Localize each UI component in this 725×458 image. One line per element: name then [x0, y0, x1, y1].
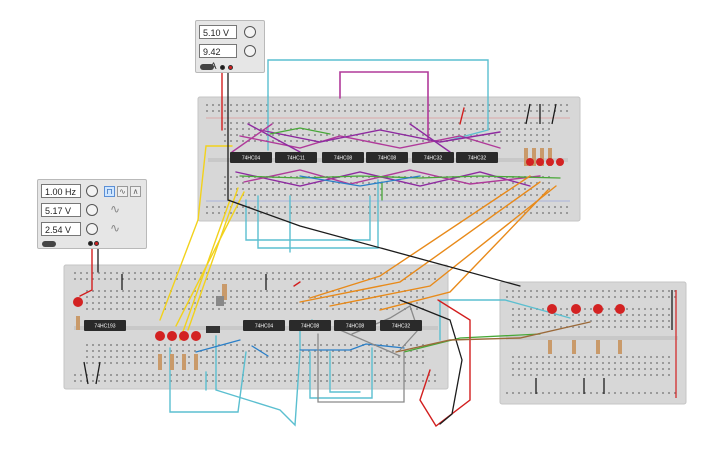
resistor-top-4	[548, 148, 552, 166]
voltage-readout: 5.10 V	[199, 25, 237, 39]
led-bank-right[interactable]	[535, 290, 673, 394]
positive-terminal[interactable]	[228, 65, 233, 70]
top-ic-label-4: 74HC08	[378, 156, 397, 162]
top-ic-label-5: 74HC32	[424, 156, 443, 162]
led-top-3	[546, 158, 554, 166]
resistor-right-2	[572, 340, 576, 354]
resistor-bottom-1	[158, 354, 162, 370]
top-ic-label-3: 74HC08	[334, 156, 353, 162]
led-bottom-3	[179, 331, 189, 341]
ics-top[interactable]: 74HC04 74HC11 74HC08 74HC08 74HC32 74HC32	[230, 152, 498, 163]
led-bank-top[interactable]	[524, 103, 564, 166]
bottom-ic-3[interactable]: 74HC08	[289, 320, 331, 331]
bottom-ic-4[interactable]: 74HC08	[334, 320, 376, 331]
led-right-4	[615, 304, 625, 314]
frequency-readout: 1.00 Hz	[41, 184, 81, 198]
top-ic-label-6: 74HC32	[468, 156, 487, 162]
negative-terminal[interactable]	[220, 65, 225, 70]
top-ic-3[interactable]: 74HC08	[322, 152, 364, 163]
resistor-bottom-2	[170, 354, 174, 370]
led-bottom-2	[167, 331, 177, 341]
amplitude-knob[interactable]	[86, 204, 98, 216]
resistor-top-2	[532, 148, 536, 166]
offset-readout: 2.54 V	[41, 222, 81, 236]
top-ic-label-1: 74HC04	[242, 156, 261, 162]
led-bottom-1	[155, 331, 165, 341]
top-ic-4[interactable]: 74HC08	[366, 152, 408, 163]
led-clock	[73, 297, 83, 307]
led-bank-bottom[interactable]	[73, 274, 267, 385]
function-generator[interactable]: 1.00 Hz ⊓ ∿ ∧ 5.17 V ∿ 2.54 V ∿	[37, 179, 147, 249]
bottom-ic-label-2: 74HC04	[255, 324, 274, 330]
triangle-wave-button[interactable]: ∧	[130, 186, 141, 197]
bottom-ic-label-1: 74HC193	[94, 324, 115, 330]
resistor-right-4	[618, 340, 622, 354]
top-ic-2[interactable]: 74HC11	[275, 152, 317, 163]
current-knob[interactable]	[244, 45, 256, 57]
led-top-2	[536, 158, 544, 166]
amplitude-readout: 5.17 V	[41, 203, 81, 217]
led-right-1	[547, 304, 557, 314]
top-ic-6[interactable]: 74HC32	[456, 152, 498, 163]
resistor-top-3	[540, 148, 544, 166]
current-readout: 9.42 mA	[199, 44, 237, 71]
pushbutton	[206, 326, 220, 333]
resistor-bottom-3	[182, 354, 186, 370]
frequency-knob[interactable]	[86, 185, 98, 197]
bottom-ic-label-3: 74HC08	[301, 324, 320, 330]
resistor-mid	[222, 284, 227, 300]
generator-switch[interactable]	[42, 241, 56, 247]
top-ic-1[interactable]: 74HC04	[230, 152, 272, 163]
led-right-2	[571, 304, 581, 314]
power-supply[interactable]: 5.10 V 9.42 mA	[195, 20, 265, 73]
capacitor	[216, 296, 224, 306]
resistor-bottom-4	[194, 354, 198, 370]
generator-ground-terminal[interactable]	[88, 241, 93, 246]
offset-wave-icon: ∿	[110, 221, 121, 235]
bottom-ic-1[interactable]: 74HC193	[84, 320, 126, 331]
top-ic-label-2: 74HC11	[287, 156, 305, 162]
bottom-ic-2[interactable]: 74HC04	[243, 320, 285, 331]
bottom-ic-5[interactable]: 74HC32	[380, 320, 422, 331]
resistor-right-3	[596, 340, 600, 354]
resistor-clock	[76, 316, 80, 330]
ics-bottom[interactable]: 74HC193 74HC04 74HC08 74HC08 74HC32	[84, 320, 422, 331]
bottom-ic-label-5: 74HC32	[392, 324, 411, 330]
resistor-right-1	[548, 340, 552, 354]
breadboard-right[interactable]	[499, 281, 687, 405]
led-top-1	[526, 158, 534, 166]
bottom-ic-label-4: 74HC08	[346, 324, 365, 330]
resistor-top-1	[524, 148, 528, 166]
power-switch[interactable]	[200, 64, 214, 70]
amplitude-wave-icon: ∿	[110, 202, 121, 216]
led-bottom-4	[191, 331, 201, 341]
offset-knob[interactable]	[86, 223, 98, 235]
led-right-3	[593, 304, 603, 314]
generator-output-terminal[interactable]	[94, 241, 99, 246]
led-top-4	[556, 158, 564, 166]
square-wave-button[interactable]: ⊓	[104, 186, 115, 197]
voltage-knob[interactable]	[244, 26, 256, 38]
sine-wave-button[interactable]: ∿	[117, 186, 128, 197]
top-ic-5[interactable]: 74HC32	[412, 152, 454, 163]
